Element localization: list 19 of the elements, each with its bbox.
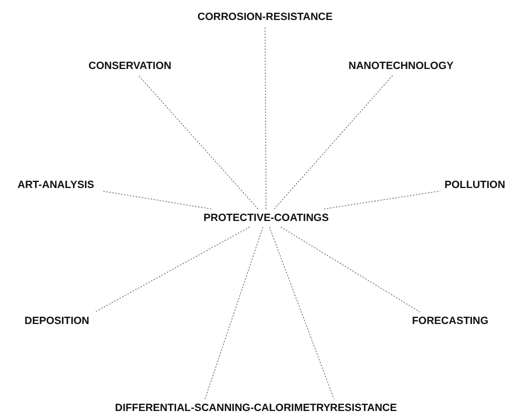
topic-label: FORECASTING [412, 314, 488, 328]
connector-line [280, 226, 420, 312]
connector-line [94, 226, 250, 312]
topic-label: DIFFERENTIAL-SCANNING-CALORIMETRY [115, 401, 330, 415]
topic-label: CORROSION-RESISTANCE [198, 10, 333, 24]
topic-label: RESISTANCE [330, 401, 397, 415]
connector-line [264, 26, 266, 210]
connector-line [268, 226, 334, 400]
central-topic-label: PROTECTIVE-COATINGS [204, 211, 329, 225]
topic-label: CONSERVATION [88, 59, 172, 73]
topic-label: POLLUTION [444, 178, 506, 192]
connector-line [274, 74, 394, 210]
connector-line [138, 74, 258, 210]
connector-line [204, 226, 264, 400]
topic-label: NANOTECHNOLOGY [348, 59, 454, 73]
topic-label: ART-ANALYSIS [18, 178, 94, 192]
topic-label: DEPOSITION [24, 314, 90, 328]
connector-line [324, 190, 440, 210]
connector-line [102, 190, 212, 210]
